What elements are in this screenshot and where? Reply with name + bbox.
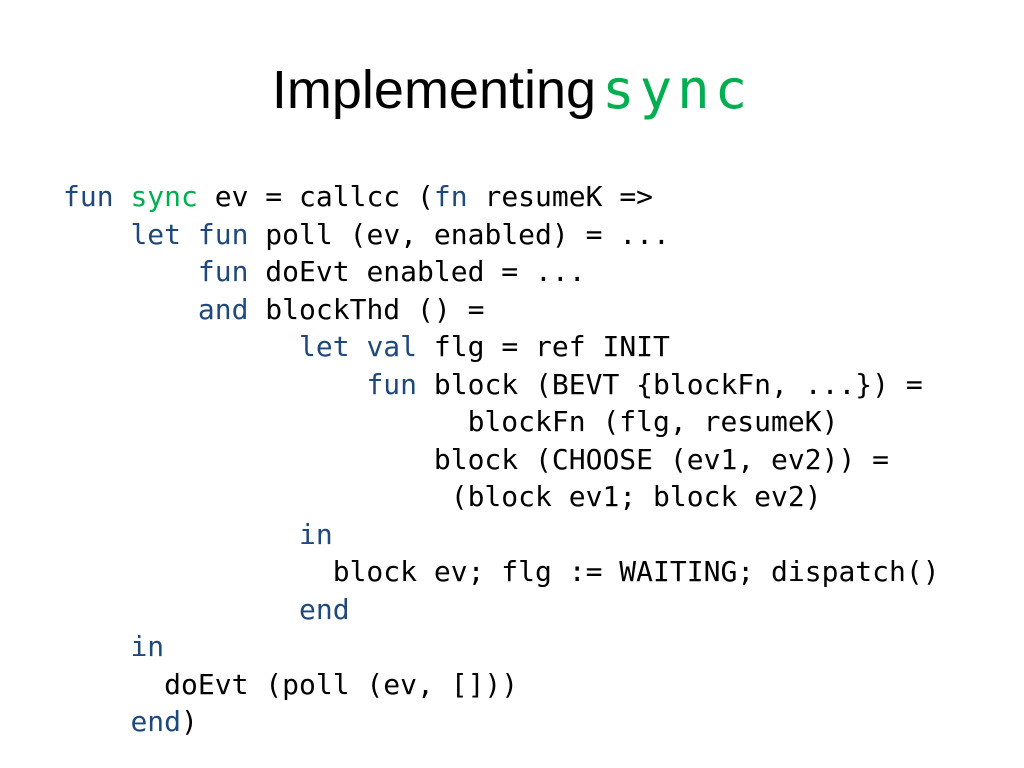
code-line: fun sync ev = callcc (fn resumeK =>: [63, 178, 940, 216]
code-token-keyword: fn: [433, 180, 468, 213]
code-line: blockFn (flg, resumeK): [63, 403, 940, 441]
code-token-text: (block ev1; block ev2): [63, 480, 822, 513]
code-token-keyword: in: [130, 630, 165, 663]
code-block: fun sync ev = callcc (fn resumeK => let …: [63, 178, 940, 741]
code-token-keyword: and: [197, 292, 249, 326]
slide-title-text: Implementing: [271, 60, 597, 120]
code-token-text: [114, 180, 131, 213]
code-token-text: blockThd () =: [248, 292, 485, 326]
code-token-text: [63, 368, 366, 401]
code-line: block (CHOOSE (ev1, ev2)) =: [63, 441, 940, 479]
code-token-keyword: fun: [197, 255, 249, 288]
code-token-text: [63, 255, 198, 288]
slide-title-code-word: sync: [602, 58, 753, 121]
code-token-text: [63, 293, 198, 326]
code-token-text: block (CHOOSE (ev1, ev2)) =: [63, 442, 890, 476]
code-token-keyword: end: [130, 705, 182, 738]
code-token-text: [63, 518, 299, 551]
code-token-text: doEvt (poll (ev, [])): [63, 667, 519, 701]
code-line: end): [63, 703, 940, 741]
code-token-accent: sync: [130, 180, 198, 213]
code-token-keyword: fun: [366, 367, 418, 401]
code-line: end: [63, 591, 940, 629]
code-line: doEvt (poll (ev, [])): [63, 666, 940, 704]
code-token-keyword: val: [366, 330, 418, 363]
code-token-keyword: fun: [63, 180, 114, 213]
code-token-text: block (BEVT {blockFn, ...}) =: [417, 367, 923, 401]
code-line: let fun poll (ev, enabled) = ...: [63, 216, 940, 254]
code-token-text: doEvt enabled = ...: [248, 255, 586, 288]
code-token-text: resumeK =>: [467, 180, 654, 213]
code-line: let val flg = ref INIT: [63, 328, 940, 366]
code-line: and blockThd () =: [63, 291, 940, 329]
code-line: fun doEvt enabled = ...: [63, 253, 940, 291]
code-line: block ev; flg := WAITING; dispatch(): [63, 553, 940, 591]
code-token-keyword: end: [299, 592, 350, 626]
code-token-keyword: in: [299, 517, 333, 551]
code-token-text: [350, 330, 367, 363]
code-token-text: [63, 630, 130, 663]
code-token-keyword: let: [299, 330, 350, 363]
code-token-text: poll (ev, enabled) = ...: [248, 217, 670, 251]
code-token-text: [63, 218, 130, 251]
code-token-text: [63, 593, 299, 626]
code-token-text: [63, 705, 130, 738]
code-token-text: ): [181, 705, 198, 738]
code-line: in: [63, 628, 940, 666]
code-token-keyword: let: [130, 217, 182, 251]
code-line: fun block (BEVT {blockFn, ...}) =: [63, 366, 940, 404]
code-token-text: flg = ref INIT: [417, 330, 670, 363]
code-line: (block ev1; block ev2): [63, 478, 940, 516]
code-token-text: [63, 330, 299, 363]
code-line: in: [63, 516, 940, 554]
code-token-text: blockFn (flg, resumeK): [63, 405, 839, 438]
code-token-keyword: fun: [197, 217, 249, 251]
code-token-text: ev = callcc (: [197, 180, 434, 213]
code-token-text: block ev; flg := WAITING; dispatch(): [63, 555, 940, 588]
code-token-text: [181, 218, 198, 251]
